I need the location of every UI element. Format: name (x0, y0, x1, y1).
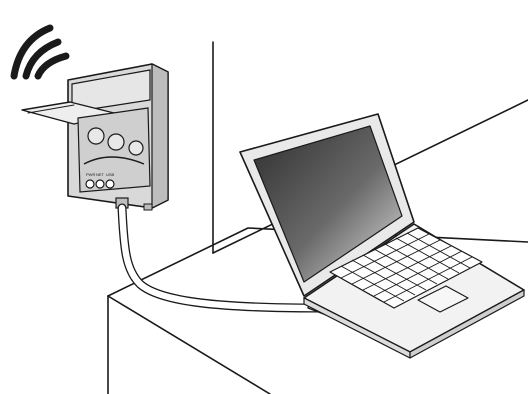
laptop (240, 114, 524, 358)
wall-device: PWR NET USB (22, 64, 168, 210)
port-label-0: PWR (86, 172, 95, 177)
port-label-2: USB (106, 172, 115, 177)
wifi-signal-icon (14, 28, 66, 76)
port-label-1: NET (96, 172, 105, 177)
